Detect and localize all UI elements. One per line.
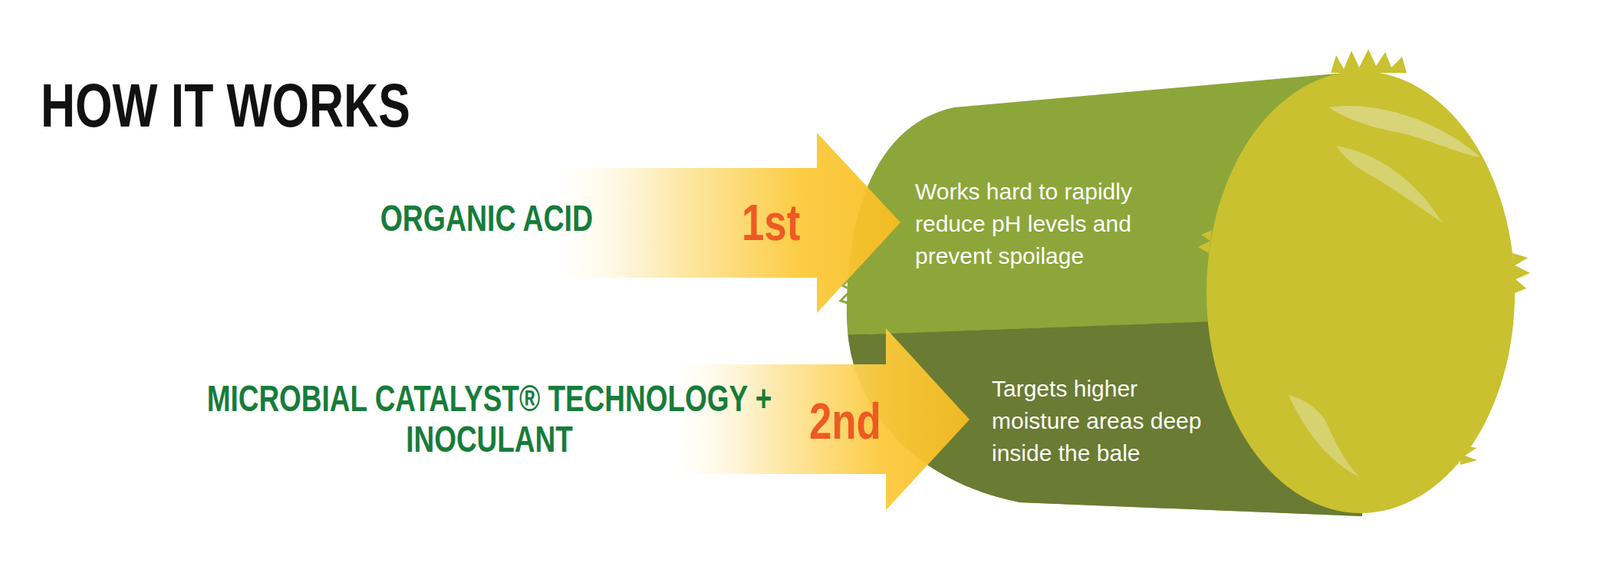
arrow-shape bbox=[556, 132, 901, 313]
bale-band-region: Works hard to rapidly reduce pH levels a… bbox=[915, 175, 1146, 276]
arrow-body bbox=[556, 132, 901, 313]
step-heading: ORGANIC ACID bbox=[379, 197, 593, 239]
straw-highlight bbox=[1288, 395, 1360, 478]
bale-end-face bbox=[1206, 71, 1515, 514]
grass-tufts bbox=[866, 314, 1215, 335]
grass-tufts bbox=[1512, 253, 1531, 294]
grass-tufts bbox=[1460, 444, 1478, 465]
step-number: 2nd bbox=[809, 395, 882, 447]
arrow-body bbox=[673, 328, 970, 511]
grass-tufts bbox=[1330, 49, 1407, 73]
step-arrow: ORGANIC ACID1st bbox=[556, 132, 901, 313]
step-arrow: MICROBIAL CATALYST® TECHNOLOGY + INOCULA… bbox=[673, 328, 970, 511]
step-description: Works hard to rapidly reduce pH levels a… bbox=[915, 175, 1146, 273]
step-number: 1st bbox=[741, 197, 800, 248]
step-description: Targets higher moisture areas deep insid… bbox=[991, 372, 1222, 470]
diagram-title: HOW IT WORKS bbox=[40, 75, 411, 137]
step-heading: MICROBIAL CATALYST® TECHNOLOGY + INOCULA… bbox=[205, 378, 773, 460]
grass-tufts bbox=[1198, 230, 1212, 254]
straw-highlight bbox=[1336, 145, 1442, 223]
bale-band-region: Targets higher moisture areas deep insid… bbox=[991, 372, 1222, 473]
